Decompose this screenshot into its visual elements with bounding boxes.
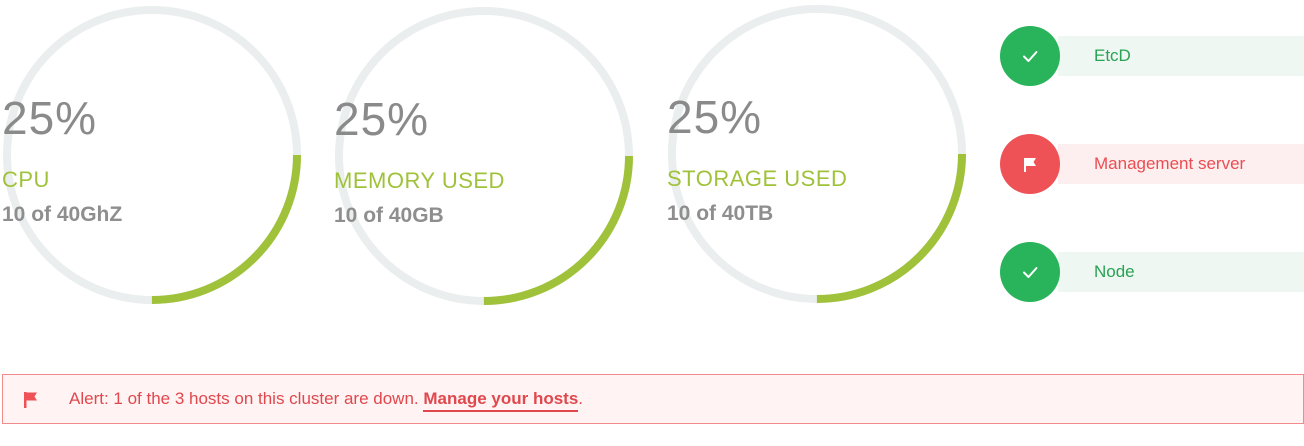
cpu-detail: 10 of 40GhZ [2, 203, 123, 226]
gauge-progress-arc [3, 6, 301, 304]
status-bar [1058, 144, 1304, 184]
service-status-etcd[interactable]: EtcD [1000, 26, 1304, 86]
gauge-progress-arc [335, 7, 633, 305]
memory-gauge-ring [335, 7, 633, 305]
gauge-progress-arc [668, 5, 966, 303]
storage-label: STORAGE USED [667, 166, 848, 191]
flag-icon [21, 390, 41, 415]
memory-percent: 25% [334, 93, 430, 145]
memory-label: MEMORY USED [334, 168, 505, 193]
cpu-label: CPU [2, 167, 50, 192]
storage-detail: 10 of 40TB [667, 202, 774, 225]
alert-suffix: . [578, 389, 584, 408]
service-name: Node [1094, 262, 1135, 281]
service-name: EtcD [1094, 46, 1131, 65]
service-status-node[interactable]: Node [1000, 242, 1304, 302]
status-indicator [1000, 242, 1060, 302]
cpu-percent: 25% [2, 92, 98, 144]
storage-gauge: 25% STORAGE USED 10 of 40TB [667, 4, 967, 304]
service-name: Management server [1094, 154, 1246, 173]
flag-icon [1024, 158, 1036, 172]
status-bar [1058, 36, 1304, 76]
status-indicator [1000, 26, 1060, 86]
alert-message: Alert: 1 of the 3 hosts on this cluster … [69, 375, 583, 423]
memory-gauge: 25% MEMORY USED 10 of 40GB [334, 6, 634, 306]
storage-percent: 25% [667, 91, 763, 143]
check-icon [1023, 51, 1038, 62]
service-status-management-server[interactable]: Management server [1000, 134, 1304, 194]
cpu-gauge-ring [3, 6, 301, 304]
alert-banner: Alert: 1 of the 3 hosts on this cluster … [2, 374, 1304, 424]
manage-hosts-link[interactable]: Manage your hosts [423, 389, 579, 412]
storage-gauge-ring [668, 5, 966, 303]
cpu-gauge: 25% CPU 10 of 40GhZ [2, 5, 302, 305]
memory-detail: 10 of 40GB [334, 204, 444, 227]
status-indicator [1000, 134, 1060, 194]
status-bar [1058, 252, 1304, 292]
check-icon [1023, 267, 1038, 278]
alert-text: Alert: 1 of the 3 hosts on this cluster … [69, 389, 424, 408]
